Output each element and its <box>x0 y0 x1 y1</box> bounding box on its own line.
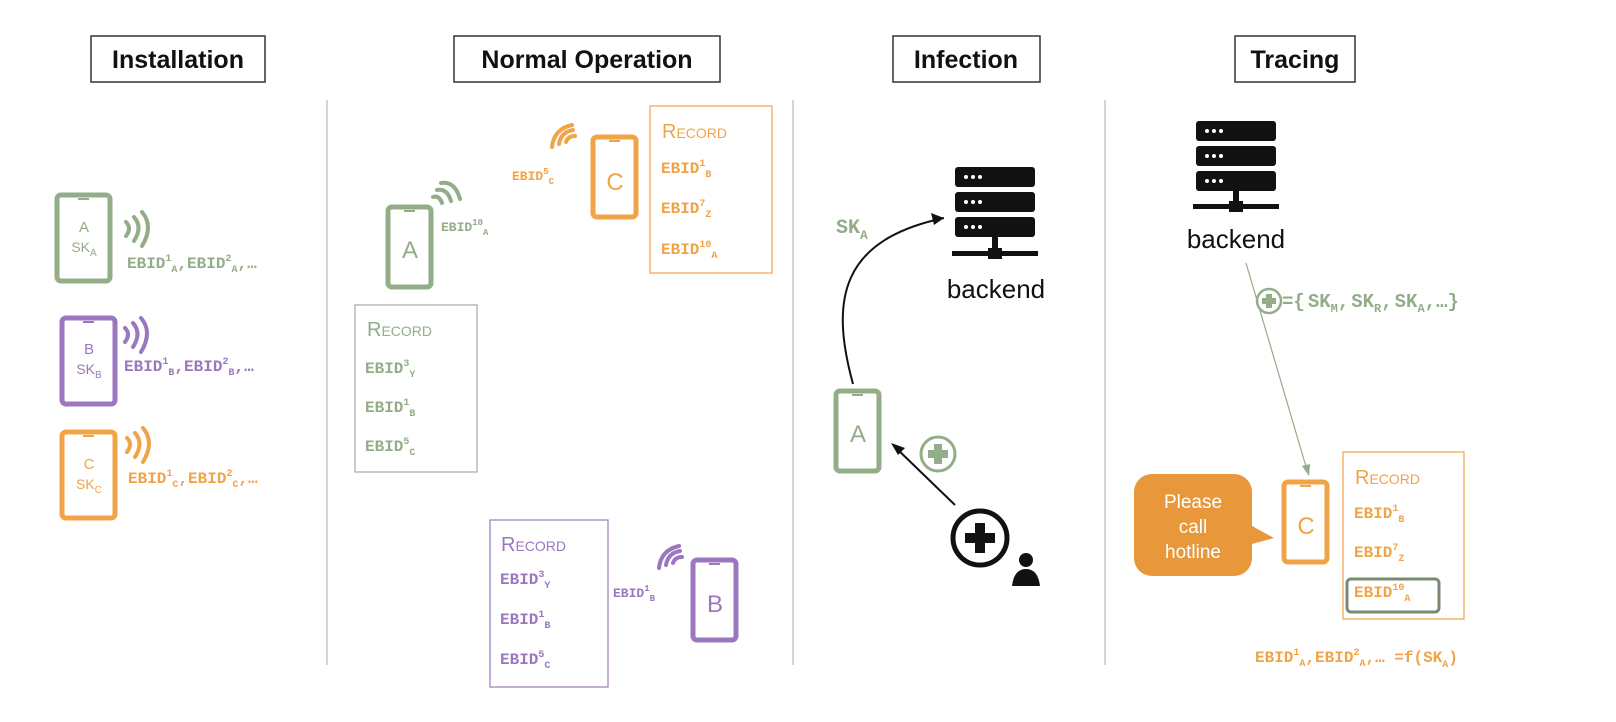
install-ebids-a: EBID1A,EBID2A,… <box>127 254 257 276</box>
install-phone-b: B SKB <box>59 315 118 407</box>
tracing-server-icon <box>1193 121 1279 212</box>
infection-diagnosis-arrow <box>894 446 956 506</box>
normal-record-b-entry-1: EBID3Y <box>500 570 550 592</box>
install-signal-a-icon <box>124 210 150 248</box>
install-phone-c-letter: C <box>84 456 95 473</box>
section-title-installation: Installation <box>90 35 266 83</box>
tracing-match-highlight <box>1345 577 1441 614</box>
tracing-download-arrowhead <box>1302 464 1310 476</box>
infection-doctor-plus-icon <box>950 508 1010 568</box>
section-title-installation-text: Installation <box>112 46 244 74</box>
normal-broadcast-b: EBID1B <box>613 584 656 604</box>
section-title-infection-text: Infection <box>914 46 1018 74</box>
normal-broadcast-a: EBID10A <box>441 218 489 238</box>
tracing-record-entry-2: EBID7Z <box>1354 543 1404 565</box>
normal-phone-b: B <box>690 557 739 643</box>
install-ebids-b: EBID1B,EBID2B,… <box>124 357 254 379</box>
normal-signal-b-icon <box>657 544 684 570</box>
infection-phone-a: A <box>833 388 882 474</box>
normal-record-a-title: Record <box>367 319 432 341</box>
infection-upload-arrowhead <box>931 213 944 225</box>
tracing-bubble-line-2: call <box>1179 517 1208 538</box>
tracing-record-entry-3: EBID10A <box>1354 583 1410 605</box>
install-phone-b-letter: B <box>84 341 94 358</box>
tracing-record-entry-1: EBID1B <box>1354 504 1404 526</box>
normal-phone-a-letter: A <box>402 237 418 264</box>
tracing-record-c: Record EBID1B EBID7Z EBID10A <box>1342 451 1465 620</box>
normal-record-c-title: Record <box>662 121 727 143</box>
normal-record-a-entry-2: EBID1B <box>365 398 415 420</box>
section-title-tracing: Tracing <box>1234 35 1356 83</box>
normal-phone-c-letter: C <box>606 169 623 196</box>
normal-record-a-entry-3: EBID5C <box>365 437 415 459</box>
section-title-normal-operation: Normal Operation <box>453 35 721 83</box>
section-title-normal-operation-text: Normal Operation <box>481 46 692 74</box>
normal-phone-a: A <box>385 204 434 290</box>
normal-signal-a-icon <box>431 180 462 205</box>
normal-record-c-entry-1: EBID1B <box>661 159 711 181</box>
infection-person-icon <box>1012 553 1040 586</box>
normal-phone-c: C <box>590 134 639 220</box>
install-phone-b-sk: SKB <box>76 361 102 381</box>
install-signal-b-icon <box>123 316 149 354</box>
tracing-formula: EBID1A,EBID2A,… =f(SKA) <box>1255 648 1458 671</box>
install-phone-a: A SKA <box>54 192 113 284</box>
normal-record-b-entry-2: EBID1B <box>500 610 550 632</box>
install-phone-a-sk: SKA <box>71 239 97 259</box>
normal-signal-c-icon <box>550 123 577 149</box>
install-ebids-c: EBID1C,EBID2C,… <box>128 469 258 491</box>
normal-broadcast-c: EBID5C <box>512 167 555 187</box>
tracing-download-arrow <box>1245 262 1308 471</box>
normal-phone-b-letter: B <box>707 591 723 618</box>
infection-phone-a-letter: A <box>850 421 866 448</box>
section-title-tracing-text: Tracing <box>1251 46 1340 74</box>
normal-record-b-entry-3: EBID5C <box>500 650 550 672</box>
tracing-bubble-line-1: Please <box>1164 492 1222 513</box>
normal-record-c: Record EBID1B EBID7Z EBID10A <box>649 105 773 274</box>
tracing-phone-c-letter: C <box>1297 513 1314 540</box>
tracing-bubble-line-3: hotline <box>1165 542 1221 563</box>
normal-record-b-title: Record <box>501 534 566 556</box>
tracing-phone-c: C <box>1281 479 1330 565</box>
normal-record-b: Record EBID3Y EBID1B EBID5C <box>489 519 609 688</box>
infection-backend-label: backend <box>947 274 1045 304</box>
install-signal-c-icon <box>125 426 151 464</box>
infection-diagnosis-arrowhead <box>891 443 905 455</box>
install-phone-c: C SKC <box>59 429 118 521</box>
tracing-record-title: Record <box>1355 467 1420 489</box>
normal-record-a-entry-1: EBID3Y <box>365 359 415 381</box>
normal-record-a: Record EBID3Y EBID1B EBID5C <box>354 304 478 473</box>
tracing-infected-set: ={SKM,SKR,SKA,…} <box>1282 291 1459 316</box>
infection-plus-badge-icon <box>919 435 957 473</box>
install-phone-c-sk: SKC <box>76 476 102 496</box>
infection-upload-arrow <box>841 217 945 385</box>
install-phone-a-letter: A <box>79 219 89 236</box>
infection-upload-label: SKA <box>836 217 868 243</box>
normal-record-c-entry-2: EBID7Z <box>661 199 711 221</box>
normal-record-c-entry-3: EBID10A <box>661 240 717 262</box>
infection-server-icon <box>952 167 1038 259</box>
tracing-hotline-bubble: Please call hotline <box>1134 474 1274 576</box>
tracing-backend-label: backend <box>1187 224 1285 254</box>
section-title-infection: Infection <box>892 35 1041 83</box>
tracing-plus-icon <box>1255 287 1283 315</box>
